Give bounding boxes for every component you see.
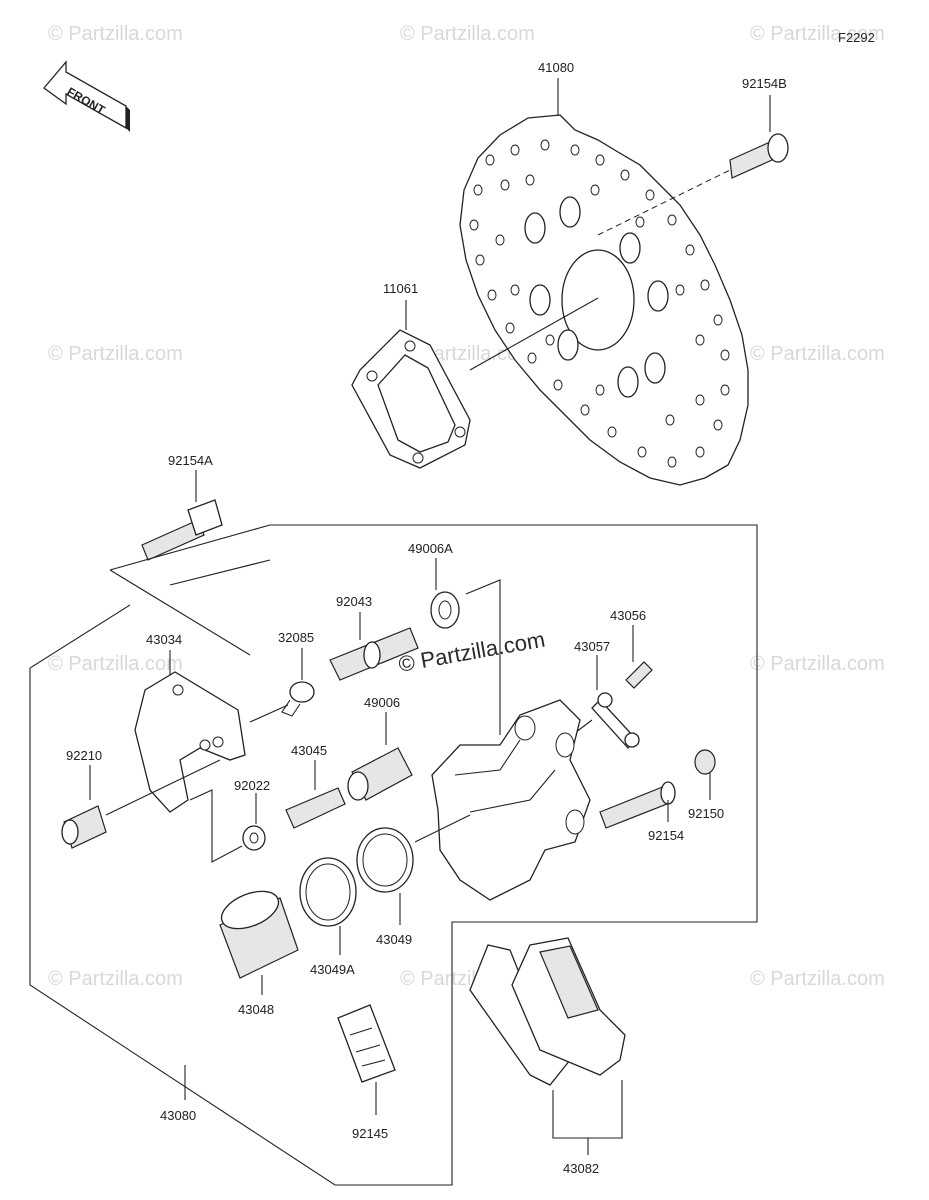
assembly-outline	[29, 524, 758, 1186]
bushing-92210	[61, 805, 107, 849]
part-label-43049a: 43049A	[310, 962, 355, 977]
washer-92022	[242, 825, 266, 851]
leader-line	[465, 579, 501, 735]
cap-43057	[591, 692, 640, 750]
part-label-43045: 43045	[291, 743, 327, 758]
part-label-49006a: 49006A	[408, 541, 453, 556]
bolt-92154a	[141, 499, 223, 561]
part-label-41080: 41080	[538, 60, 574, 75]
watermark-main: © Partzilla.com	[397, 627, 547, 677]
clip-32085	[281, 681, 315, 717]
seal-43049	[356, 827, 414, 893]
watermark: © Partzilla.com	[48, 653, 183, 675]
part-label-32085: 32085	[278, 630, 314, 645]
pin-92154	[599, 781, 676, 829]
gasket-11061	[351, 329, 471, 469]
part-label-43048: 43048	[238, 1002, 274, 1017]
watermark: © Partzilla.com	[750, 968, 885, 990]
part-label-92043: 92043	[336, 594, 372, 609]
boot-49006a	[430, 591, 460, 629]
spring-92145	[337, 1004, 396, 1083]
sleeve-49006	[347, 747, 413, 801]
part-label-92154a: 92154A	[168, 453, 213, 468]
bracket-43034	[134, 671, 246, 813]
part-label-92154: 92154	[648, 828, 684, 843]
leader-line	[414, 814, 471, 843]
leader-line	[105, 759, 221, 816]
watermark: © Partzilla.com	[48, 968, 183, 990]
part-label-92150: 92150	[688, 806, 724, 821]
watermark: © Partzilla.com	[750, 343, 885, 365]
front-arrow-icon: FRONT	[43, 60, 130, 132]
plug-92150	[694, 749, 716, 775]
bolt-92154b	[729, 133, 789, 179]
part-label-43056: 43056	[610, 608, 646, 623]
part-label-92145: 92145	[352, 1126, 388, 1141]
part-label-49006: 49006	[364, 695, 400, 710]
piston-43048	[219, 890, 299, 979]
seal-43049a	[299, 857, 357, 927]
part-label-92154b: 92154B	[742, 76, 787, 91]
pin-92043	[329, 627, 419, 681]
leader-line	[552, 1080, 623, 1139]
caliper-body	[431, 699, 591, 901]
part-label-43034: 43034	[146, 632, 182, 647]
watermark: © Partzilla.com	[400, 23, 535, 45]
part-label-43057: 43057	[574, 639, 610, 654]
figure-code: F2292	[838, 30, 875, 45]
part-label-11061: 11061	[383, 281, 418, 296]
leader-line	[597, 169, 731, 236]
watermark: © Partzilla.com	[750, 23, 885, 45]
leader-line	[109, 569, 251, 656]
bleeder-43056	[625, 661, 653, 689]
leader-line	[169, 559, 271, 586]
watermark: © Partzilla.com	[48, 343, 183, 365]
leader-line	[469, 297, 599, 371]
watermark: © Partzilla.com	[750, 653, 885, 675]
bolt-43045	[285, 787, 346, 829]
watermark: © Partzilla.com	[48, 23, 183, 45]
brake-pads-43082	[469, 937, 626, 1086]
part-label-92022: 92022	[234, 778, 270, 793]
leader-line	[249, 704, 289, 723]
part-label-43080: 43080	[160, 1108, 196, 1123]
brake-disc	[459, 114, 749, 486]
leader-line	[189, 789, 243, 863]
part-label-43049: 43049	[376, 932, 412, 947]
part-label-43082: 43082	[563, 1161, 599, 1176]
part-label-92210: 92210	[66, 748, 102, 763]
